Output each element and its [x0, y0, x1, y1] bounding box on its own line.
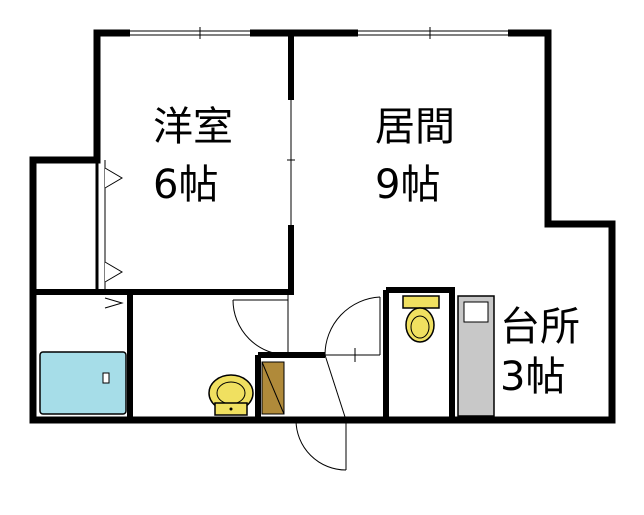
closet-doors	[104, 167, 124, 309]
storage-cabinet	[261, 361, 285, 415]
toilet-washroom	[208, 374, 254, 416]
partitions	[104, 100, 380, 362]
kitchen-size: 3帖	[500, 354, 565, 400]
western-room-name: 洋室	[153, 104, 233, 150]
top-windows	[130, 27, 508, 39]
interior-walls	[36, 36, 455, 420]
kitchen-name: 台所	[500, 304, 580, 350]
living-room-name: 居間	[375, 104, 455, 150]
bathtub-fill	[39, 351, 127, 415]
bathtub	[39, 351, 127, 415]
door-swings	[232, 296, 381, 471]
living-room-size: 9帖	[375, 162, 440, 208]
kitchen-counter	[457, 295, 495, 417]
western-room-size: 6帖	[153, 162, 218, 208]
outer-walls	[29, 29, 616, 424]
toilet-wc	[402, 295, 440, 343]
